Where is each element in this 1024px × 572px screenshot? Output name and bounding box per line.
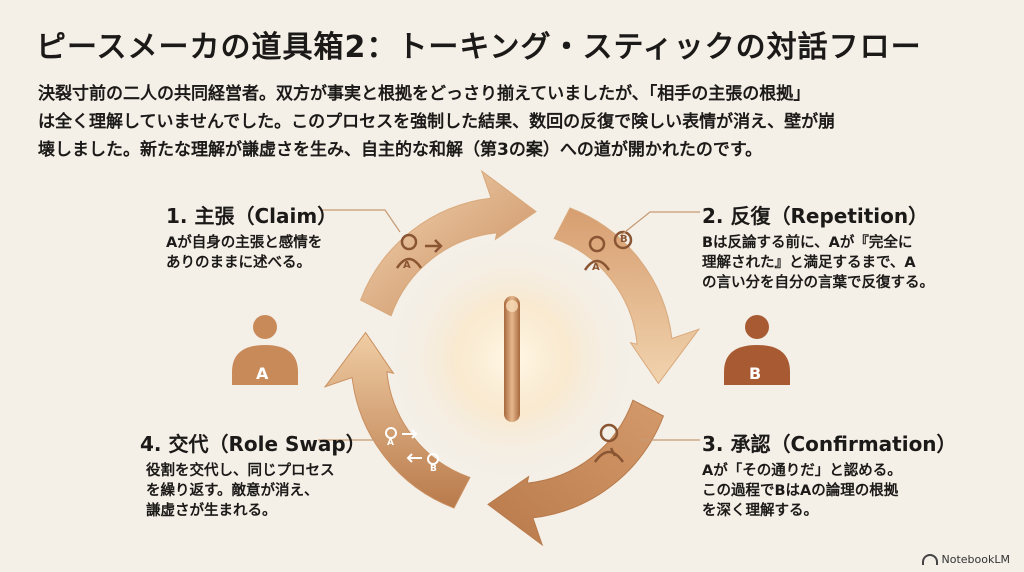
step-role-swap-line: 謙虚さが生まれる。 xyxy=(146,503,277,519)
repetition-icon-label-a: A xyxy=(592,262,600,273)
summary-text: 決裂寸前の二人の共同経営者。双方が事実と根拠をどっさり揃えていましたが、「相手の… xyxy=(38,80,998,164)
arrow-segment-repetition xyxy=(553,207,701,385)
repetition-icon-label-b: B xyxy=(620,234,628,245)
step-claim-heading: 1. 主張（Claim） xyxy=(166,204,338,228)
step-role-swap-heading: 4. 交代（Role Swap） xyxy=(140,432,366,456)
step-claim-line: ありのままに述べる。 xyxy=(166,255,311,271)
notebooklm-logo: NotebookLM xyxy=(921,553,1010,566)
step-repetition-heading: 2. 反復（Repetition） xyxy=(702,204,929,228)
role-swap-icon-label-a: A xyxy=(387,438,394,448)
step-role-swap-line: を繰り返す。敵意が消え、 xyxy=(146,483,319,499)
footer-brand: NotebookLM xyxy=(941,553,1010,566)
role-swap-exchange-icon xyxy=(385,427,439,465)
claim-speaker-icon xyxy=(395,233,443,269)
page-title: ピースメーカの道具箱2：トーキング・スティックの対話フロー xyxy=(36,30,922,65)
summary-line: 壊しました。新たな理解が謙虚さを生み、自主的な和解（第3の案）への道が開かれたの… xyxy=(38,140,763,160)
arrow-segment-claim xyxy=(359,169,537,317)
step-role-swap-line: 役割を交代し、同じプロセス xyxy=(146,463,335,479)
step-repetition-line: 理解された』と満足するまで、A xyxy=(702,255,916,271)
step-confirmation-heading: 3. 承認（Confirmation） xyxy=(702,432,957,456)
person-b-avatar xyxy=(724,315,790,385)
confirmation-thinker-icon xyxy=(593,423,625,463)
person-a-label: A xyxy=(256,364,269,383)
person-b-label: B xyxy=(749,364,762,383)
step-confirmation-line: を深く理解する。 xyxy=(702,503,818,519)
step-confirmation: 3. 承認（Confirmation） Aが「その通りだ」と認める。 この過程で… xyxy=(702,428,957,521)
summary-line: 決裂寸前の二人の共同経営者。双方が事実と根拠をどっさり揃えていましたが、「相手の… xyxy=(38,84,811,104)
step-repetition-line: の言い分を自分の言葉で反復する。 xyxy=(702,275,934,291)
step-claim-body: Aが自身の主張と感情を ありのままに述べる。 xyxy=(166,233,337,273)
step-repetition-body: Bは反論する前に、Aが『完全に 理解された』と満足するまで、A の言い分を自分の… xyxy=(702,233,934,293)
step-claim-line: Aが自身の主張と感情を xyxy=(166,235,323,251)
person-a-avatar xyxy=(232,315,298,385)
step-role-swap-body: 役割を交代し、同じプロセス を繰り返す。敵意が消え、 謙虚さが生まれる。 xyxy=(140,461,366,521)
notebooklm-icon xyxy=(921,554,938,565)
step-repetition-line: Bは反論する前に、Aが『完全に xyxy=(702,235,913,251)
step-confirmation-body: Aが「その通りだ」と認める。 この過程でBはAの論理の根拠 を深く理解する。 xyxy=(702,461,957,521)
step-claim: 1. 主張（Claim） Aが自身の主張と感情を ありのままに述べる。 xyxy=(166,200,337,273)
summary-line: は全く理解していませんでした。このプロセスを強制した結果、数回の反復で険しい表情… xyxy=(38,112,836,132)
claim-icon-label: A xyxy=(403,260,411,271)
step-confirmation-line: Aが「その通りだ」と認める。 xyxy=(702,463,902,479)
step-confirmation-line: この過程でBはAの論理の根拠 xyxy=(702,483,899,499)
repetition-listener-icon xyxy=(583,230,633,271)
step-role-swap: 4. 交代（Role Swap） 役割を交代し、同じプロセス を繰り返す。敵意が… xyxy=(140,428,366,521)
role-swap-icon-label-b: B xyxy=(430,464,437,474)
step-repetition: 2. 反復（Repetition） Bは反論する前に、Aが『完全に 理解された』… xyxy=(702,200,934,293)
arrow-segment-confirmation xyxy=(487,399,665,547)
talking-stick xyxy=(504,296,520,422)
leader-lines xyxy=(318,209,700,441)
